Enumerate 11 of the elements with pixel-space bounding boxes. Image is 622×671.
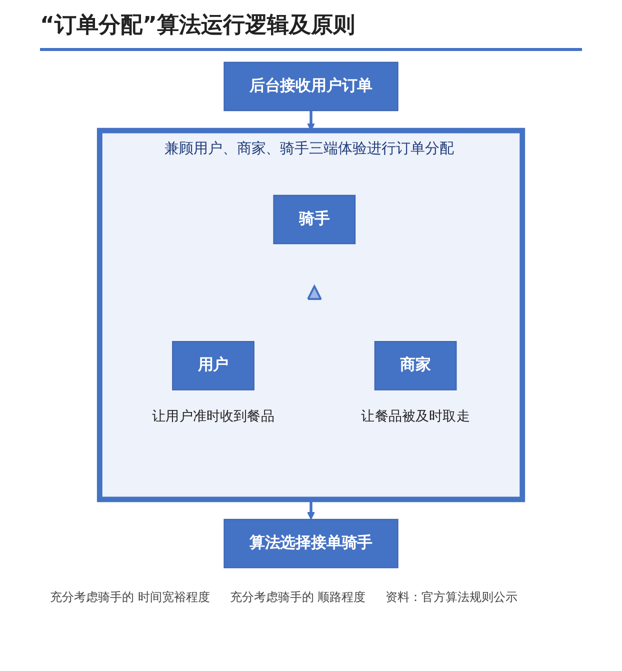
- node-box: 算法选择接单骑手: [224, 518, 398, 568]
- title: “订单分配”算法运行逻辑及原则: [40, 10, 582, 51]
- node-box: 骑手: [273, 194, 356, 244]
- node-label: 让用户准时收到餐品: [152, 408, 274, 424]
- node-box: 后台接收用户订单: [224, 62, 398, 112]
- node-label: 让餐品被及时取走: [361, 408, 470, 424]
- note-text: 充分考虑骑手的 时间宽裕程度: [50, 589, 210, 606]
- node-box: 商家: [374, 341, 457, 390]
- note-text: 资料：官方算法规则公示: [386, 589, 518, 606]
- node-box: 用户: [172, 341, 254, 390]
- note-text: 充分考虑骑手的 顺路程度: [230, 589, 366, 606]
